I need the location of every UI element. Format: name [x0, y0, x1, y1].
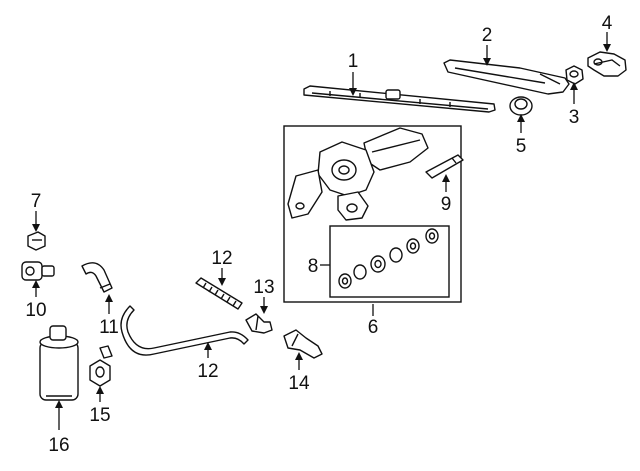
- callout-1: 1: [348, 51, 359, 72]
- washer-pump-part: [89, 345, 113, 387]
- motor-assembly-box: [283, 125, 462, 303]
- check-valve-part: [245, 313, 273, 334]
- ribbed-hose-part: [195, 277, 243, 310]
- callout-10: 10: [25, 300, 46, 321]
- callout-2: 2: [482, 25, 493, 46]
- connector-part: [21, 261, 55, 281]
- callout-12-upper: 12: [211, 248, 232, 269]
- cap-part: [27, 231, 46, 251]
- grommet-part: [509, 96, 533, 116]
- seal-kit-part: [338, 228, 439, 289]
- callout-8: 8: [308, 256, 319, 277]
- reservoir-part: [39, 325, 79, 401]
- arm-cap-part: [587, 51, 627, 77]
- wiper-motor-part: [287, 127, 429, 221]
- shaft-part: [425, 154, 464, 179]
- callout-12-lower: 12: [197, 361, 218, 382]
- callout-15: 15: [89, 405, 110, 426]
- callout-3: 3: [569, 107, 580, 128]
- wiper-blade-part: [303, 85, 496, 113]
- leader-lines: [32, 32, 611, 430]
- callout-14: 14: [288, 373, 310, 394]
- seal-kit-box: [329, 225, 450, 298]
- callout-11: 11: [99, 317, 119, 338]
- callout-9: 9: [441, 194, 452, 215]
- callout-4: 4: [602, 13, 613, 34]
- callout-6: 6: [368, 317, 379, 338]
- callout-13: 13: [253, 277, 274, 298]
- nozzle-fitting-part: [283, 329, 323, 359]
- nut-part: [565, 65, 584, 85]
- washer-hose-part: [120, 305, 249, 356]
- callout-16: 16: [48, 435, 69, 456]
- callout-5: 5: [516, 136, 527, 157]
- elbow-hose-part: [81, 262, 113, 293]
- wiper-arm-part: [443, 59, 570, 95]
- callout-7: 7: [31, 191, 42, 212]
